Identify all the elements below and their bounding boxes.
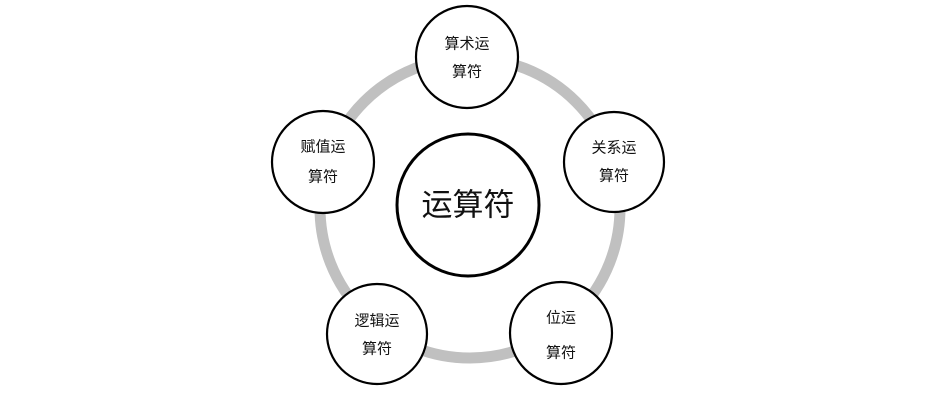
node-logical-circle (325, 282, 429, 386)
node-arithmetic: 算术运 算符 (414, 4, 520, 110)
node-arithmetic-line1: 算术运 (444, 35, 489, 53)
node-assignment-circle (270, 109, 376, 215)
node-bitwise-line1: 位运 (546, 309, 576, 327)
center-node: 运算符 (395, 132, 541, 278)
node-relational-line2: 算符 (599, 167, 629, 185)
node-relational-line1: 关系运 (591, 139, 636, 157)
node-bitwise-circle (508, 280, 614, 386)
node-assignment: 赋值运 算符 (270, 109, 376, 215)
node-logical-line2: 算符 (362, 340, 392, 358)
node-arithmetic-line2: 算符 (452, 63, 482, 81)
node-bitwise-line2: 算符 (546, 344, 576, 362)
node-logical-line1: 逻辑运 (354, 312, 399, 330)
node-arithmetic-circle (414, 4, 520, 110)
node-relational: 关系运 算符 (562, 110, 666, 214)
center-node-circle (395, 132, 541, 278)
node-bitwise: 位运 算符 (508, 280, 614, 386)
center-node-label: 运算符 (422, 188, 515, 224)
node-logical: 逻辑运 算符 (325, 282, 429, 386)
node-assignment-line1: 赋值运 (300, 138, 345, 156)
node-assignment-line2: 算符 (308, 168, 338, 186)
node-relational-circle (562, 110, 666, 214)
